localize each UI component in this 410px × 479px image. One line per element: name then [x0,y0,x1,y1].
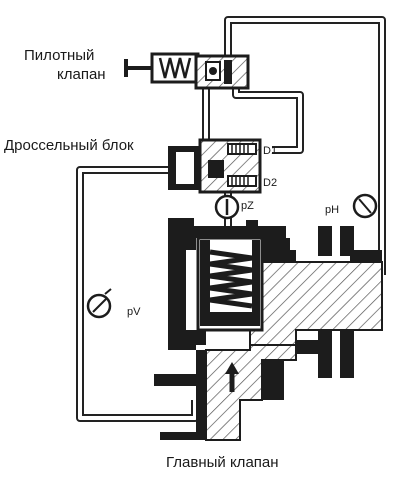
d1-label: D1 [263,145,278,157]
pilot-valve-label-line1: Пилотный [24,47,95,64]
pressure-gauge-icon [214,194,240,220]
ph-label: pH [325,204,340,216]
pressure-gauge-icon [352,193,378,219]
main-valve [154,218,383,441]
pv-label: pV [127,306,141,318]
pressure-gauge-icon [86,288,112,319]
pilot-valve-label-line2: клапан [57,66,106,83]
throttle-block [168,138,262,194]
throttle-block-label: Дроссельный блок [4,137,134,154]
pz-label: pZ [241,200,254,212]
up-arrow-icon [225,362,239,392]
main-valve-label: Главный клапан [166,454,279,471]
pilot-valve [124,52,250,90]
d2-label: D2 [263,177,278,189]
